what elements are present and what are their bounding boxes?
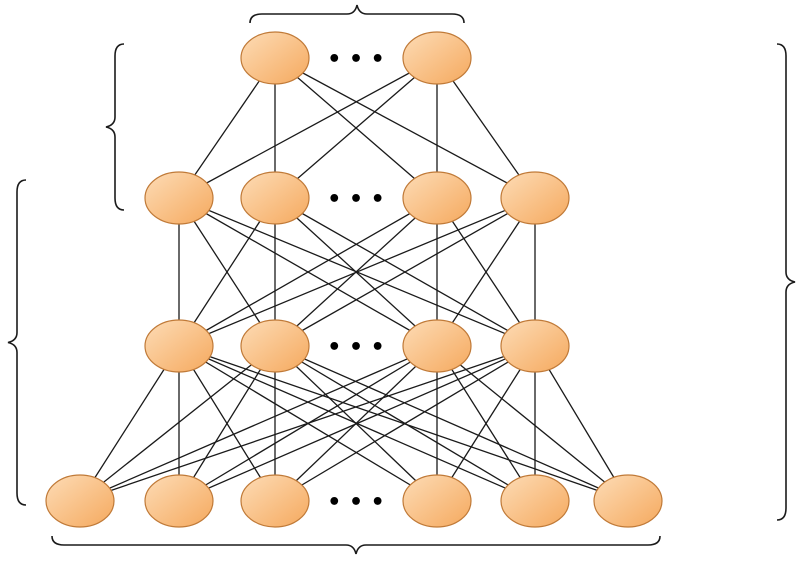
- right-bracket: [776, 43, 796, 521]
- connection-line: [274, 57, 536, 199]
- connection-line: [178, 197, 438, 347]
- hidden-layer-lower-node: [240, 319, 310, 373]
- top-bracket: [249, 4, 465, 24]
- bottom-layer-node: [45, 474, 115, 528]
- connection-line: [79, 345, 276, 502]
- bottom-layer-node: [144, 474, 214, 528]
- bottom-layer-node: [402, 474, 472, 528]
- connection-line: [436, 345, 629, 502]
- hidden-layer-upper-ellipsis: • • •: [327, 187, 385, 212]
- connection-line: [79, 345, 536, 502]
- connection-line: [79, 345, 180, 502]
- top-layer-ellipsis: • • •: [327, 47, 385, 72]
- connection-line: [178, 345, 629, 502]
- connection-line: [274, 197, 536, 347]
- connection-line: [436, 197, 536, 347]
- hidden-layer-lower-ellipsis: • • •: [327, 335, 385, 360]
- bottom-layer-node: [240, 474, 310, 528]
- connection-line: [274, 57, 438, 199]
- top-layer-node: [240, 31, 310, 85]
- left-lower-bracket: [7, 179, 27, 506]
- hidden-layer-upper-node: [144, 171, 214, 225]
- connection-line: [178, 197, 536, 347]
- bottom-layer-node: [500, 474, 570, 528]
- hidden-layer-upper-node: [240, 171, 310, 225]
- connection-lines: [79, 57, 629, 502]
- connection-line: [274, 345, 629, 502]
- connection-line: [79, 345, 438, 502]
- top-layer-node: [402, 31, 472, 85]
- hidden-layer-upper-node: [500, 171, 570, 225]
- connection-line: [274, 345, 536, 502]
- ellipsis-markers: • • • • • • • • • • • •: [327, 47, 385, 515]
- connection-line: [436, 345, 536, 502]
- hidden-layer-lower-node: [144, 319, 214, 373]
- connection-line: [178, 345, 276, 502]
- connection-line: [534, 345, 629, 502]
- neuron-nodes: [45, 31, 663, 528]
- bottom-bracket: [51, 535, 661, 555]
- bottom-layer-node: [593, 474, 663, 528]
- connection-line: [178, 345, 536, 502]
- connection-line: [178, 197, 276, 347]
- connection-line: [178, 57, 438, 199]
- left-upper-bracket: [105, 43, 125, 211]
- curly-brackets: [7, 4, 796, 555]
- hidden-layer-lower-node: [500, 319, 570, 373]
- hidden-layer-upper-node: [402, 171, 472, 225]
- hidden-layer-lower-node: [402, 319, 472, 373]
- bottom-layer-ellipsis: • • •: [327, 490, 385, 515]
